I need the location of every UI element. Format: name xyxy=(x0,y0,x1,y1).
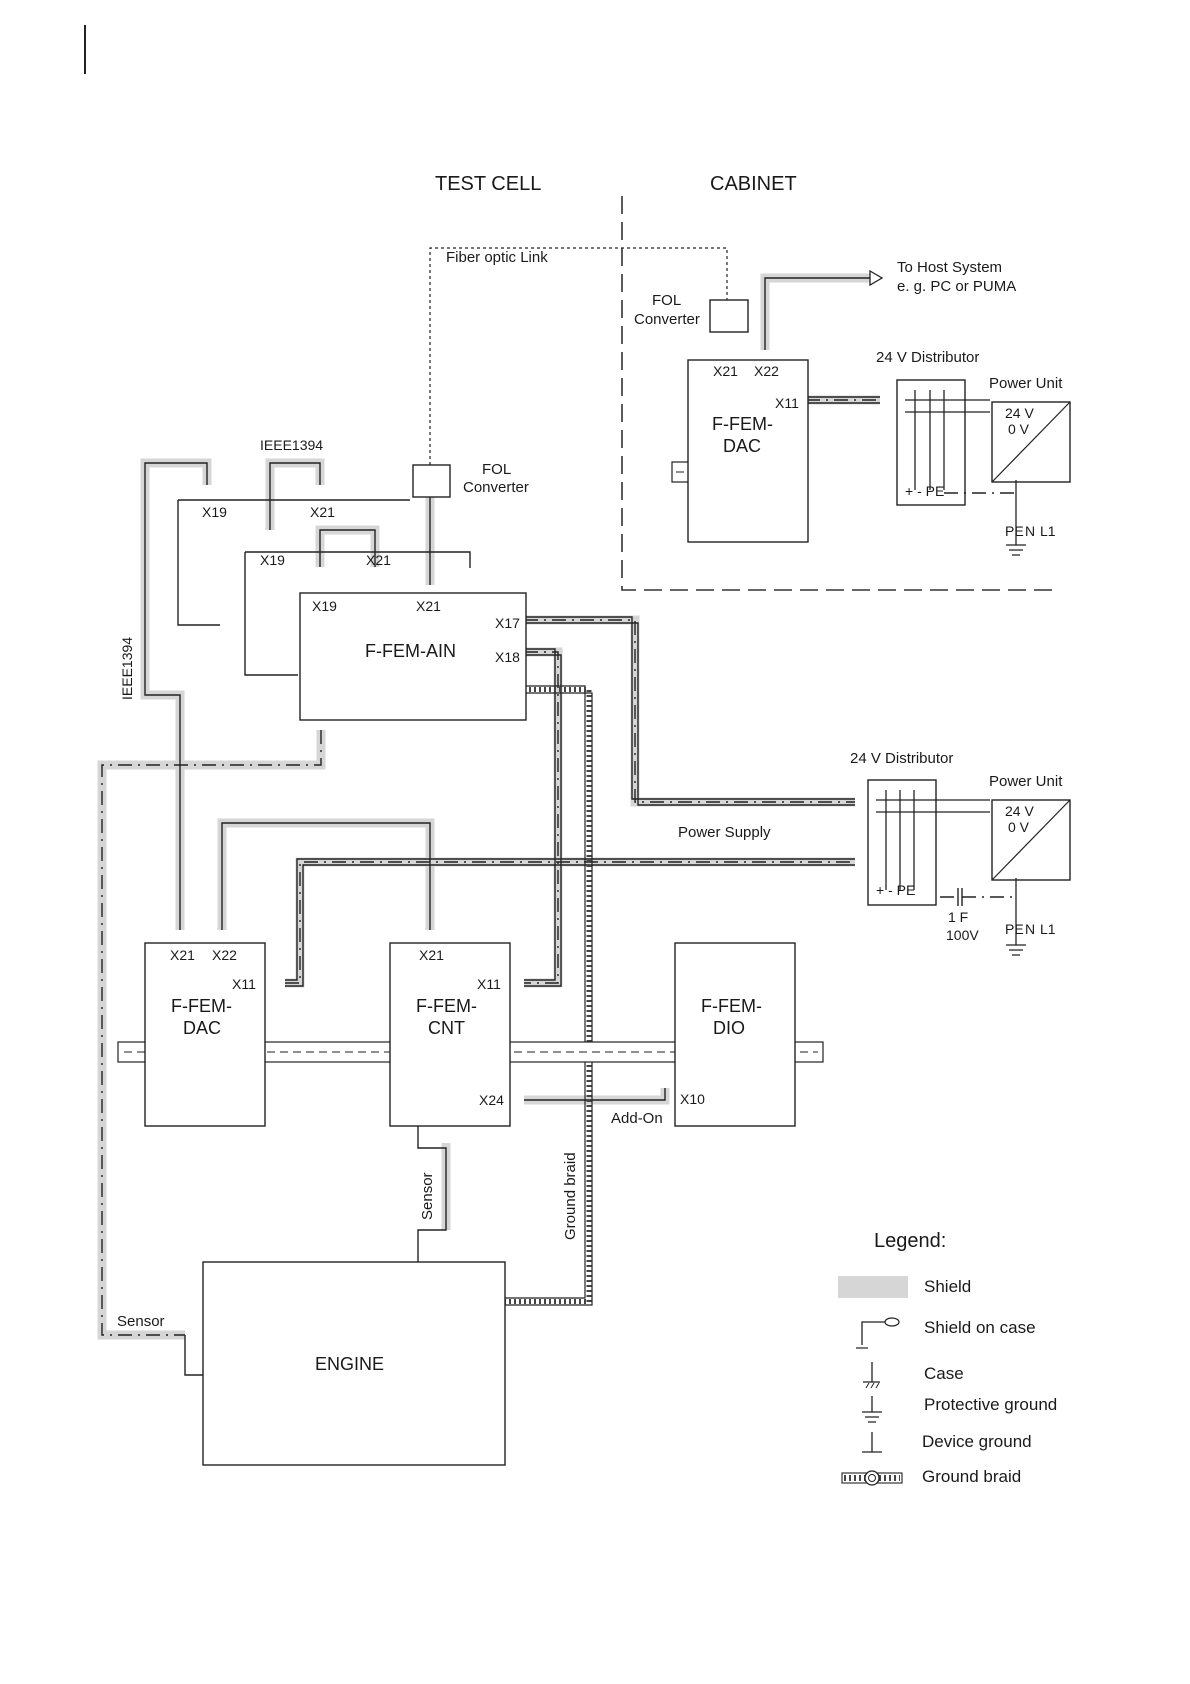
svg-text:X10: X10 xyxy=(680,1091,705,1107)
svg-text:X19: X19 xyxy=(312,598,337,614)
legend-title: Legend: xyxy=(874,1230,946,1252)
svg-text:Power Unit: Power Unit xyxy=(989,375,1063,392)
module-cnt: F-FEM- CNT X21 X11 X24 xyxy=(389,942,511,1127)
ieee1394-side-label: IEEE1394 xyxy=(119,637,135,700)
module-dio: F-FEM- DIO X10 xyxy=(674,942,796,1127)
cabinet-title: CABINET xyxy=(710,173,797,195)
module-dac-cabinet: F-FEM- DAC X21 X22 X11 xyxy=(687,359,809,543)
add-on-label: Add-On xyxy=(611,1110,663,1127)
module-ain: F-FEM-AIN X19 X21 X17 X18 xyxy=(299,592,527,721)
capacitor-label: 1 F 100V xyxy=(946,909,979,943)
device-ground-icon xyxy=(862,1432,882,1453)
svg-text:X11: X11 xyxy=(232,976,256,992)
svg-text:Ground braid: Ground braid xyxy=(922,1467,1021,1486)
svg-text:L1: L1 xyxy=(1040,523,1056,539)
svg-text:X19: X19 xyxy=(260,552,285,568)
svg-text:DIO: DIO xyxy=(713,1018,745,1038)
svg-text:ENGINE: ENGINE xyxy=(315,1354,384,1374)
ieee1394-top-label: IEEE1394 xyxy=(260,437,323,453)
svg-text:24 V: 24 V xyxy=(1005,803,1034,819)
svg-text:N: N xyxy=(1025,523,1035,539)
svg-text:X22: X22 xyxy=(212,947,237,963)
fol-converter-cabinet: FOL Converter xyxy=(634,292,749,333)
ground-braid-icon xyxy=(841,1470,903,1486)
svg-text:PE: PE xyxy=(1005,921,1024,937)
svg-text:X21: X21 xyxy=(366,552,391,568)
svg-text:+ - PE: + - PE xyxy=(905,483,944,499)
svg-text:24 V: 24 V xyxy=(1005,405,1034,421)
svg-text:X21: X21 xyxy=(170,947,195,963)
svg-text:X18: X18 xyxy=(495,649,520,665)
distributor-cabinet: 24 V Distributor + - PE xyxy=(876,349,990,506)
svg-text:1 F: 1 F xyxy=(948,909,968,925)
svg-text:X21: X21 xyxy=(419,947,444,963)
fol-converter-test-cell: FOL Converter xyxy=(412,461,529,498)
svg-text:24 V Distributor: 24 V Distributor xyxy=(850,750,953,767)
cabinet-boundary xyxy=(621,196,1055,591)
hub-pin-labels: X19 X21 X19 X21 xyxy=(202,504,391,568)
svg-text:0 V: 0 V xyxy=(1008,819,1030,835)
fiber-optic-link-label: Fiber optic Link xyxy=(446,249,548,266)
distributor-test-cell: 24 V Distributor + - PE xyxy=(850,750,990,906)
svg-text:Protective ground: Protective ground xyxy=(924,1395,1057,1414)
pin-x22: X22 xyxy=(754,363,779,379)
svg-text:0 V: 0 V xyxy=(1008,421,1030,437)
svg-text:X19: X19 xyxy=(202,504,227,520)
svg-text:Converter: Converter xyxy=(463,479,529,496)
module-dac: F-FEM- DAC X21 X22 X11 xyxy=(144,942,266,1127)
case-ground-icon xyxy=(863,1362,880,1389)
test-cell-title: TEST CELL xyxy=(435,173,541,195)
power-unit-cabinet: Power Unit 24 V 0 V PE N L1 xyxy=(944,375,1071,556)
sensor-vertical-label: Sensor xyxy=(419,1172,436,1220)
svg-text:DAC: DAC xyxy=(723,436,761,456)
svg-text:CNT: CNT xyxy=(428,1018,465,1038)
svg-text:FOL: FOL xyxy=(652,292,681,309)
svg-text:F-FEM-: F-FEM- xyxy=(712,414,773,434)
svg-text:X21: X21 xyxy=(310,504,335,520)
svg-text:Shield: Shield xyxy=(924,1277,971,1296)
power-unit-test-cell: Power Unit 24 V 0 V PE N L1 xyxy=(940,773,1071,956)
svg-text:X21: X21 xyxy=(416,598,441,614)
svg-text:Converter: Converter xyxy=(634,311,700,328)
svg-text:100V: 100V xyxy=(946,927,979,943)
wire-paths xyxy=(101,247,884,1376)
pin-x11: X11 xyxy=(775,395,799,411)
svg-text:Power Unit: Power Unit xyxy=(989,773,1063,790)
svg-text:Shield on case: Shield on case xyxy=(924,1318,1036,1337)
engine-block: ENGINE xyxy=(202,1261,506,1466)
legend: Legend: Shield Shield on case Case Prote… xyxy=(838,1230,1057,1486)
svg-text:Case: Case xyxy=(924,1364,964,1383)
ground-braid-label: Ground braid xyxy=(562,1152,579,1240)
svg-text:24 V Distributor: 24 V Distributor xyxy=(876,349,979,366)
svg-text:X17: X17 xyxy=(495,615,520,631)
svg-text:Device ground: Device ground xyxy=(922,1432,1032,1451)
svg-text:PE: PE xyxy=(1005,523,1024,539)
sensor-left-label: Sensor xyxy=(117,1313,165,1330)
svg-text:X24: X24 xyxy=(479,1092,504,1108)
svg-text:L1: L1 xyxy=(1040,921,1056,937)
protective-ground-icon xyxy=(862,1396,882,1423)
shield-swatch xyxy=(838,1276,908,1298)
svg-text:F-FEM-: F-FEM- xyxy=(701,996,762,1016)
svg-text:N: N xyxy=(1025,921,1035,937)
to-host-label-line2: e. g. PC or PUMA xyxy=(897,278,1016,295)
svg-text:F-FEM-AIN: F-FEM-AIN xyxy=(365,641,456,661)
svg-text:F-FEM-: F-FEM- xyxy=(416,996,477,1016)
to-host-label-line1: To Host System xyxy=(897,259,1002,276)
shield-on-case-icon xyxy=(856,1317,900,1349)
svg-text:DAC: DAC xyxy=(183,1018,221,1038)
power-supply-label: Power Supply xyxy=(678,824,771,841)
svg-text:FOL: FOL xyxy=(482,461,511,478)
pin-x21: X21 xyxy=(713,363,738,379)
svg-text:X11: X11 xyxy=(477,976,501,992)
svg-text:+ - PE: + - PE xyxy=(876,882,915,898)
svg-text:F-FEM-: F-FEM- xyxy=(171,996,232,1016)
